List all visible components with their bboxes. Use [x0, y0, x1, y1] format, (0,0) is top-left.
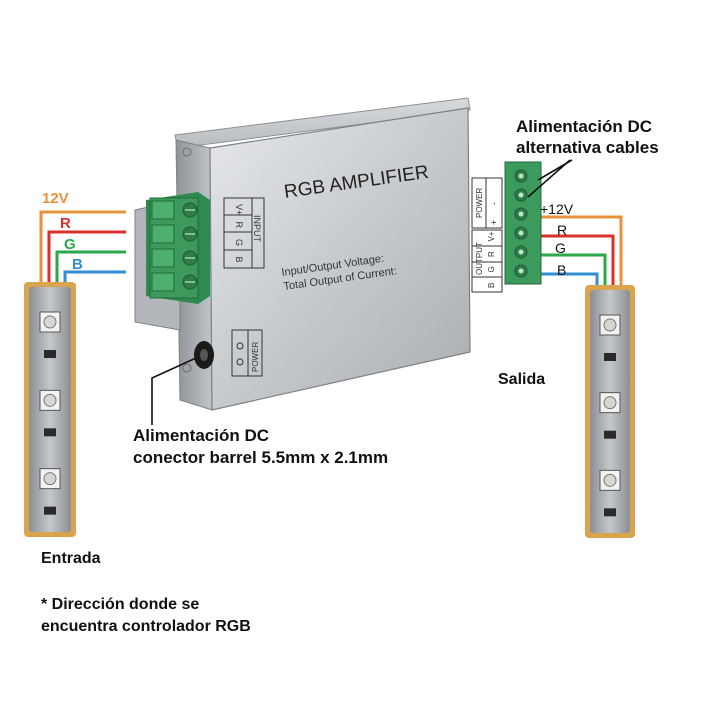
output-terminal-screw-head: [518, 211, 524, 217]
input-terminal-slot: [151, 248, 175, 268]
output-led-lens: [603, 396, 617, 410]
output-wire: [540, 272, 599, 288]
output-terminal-screw-head: [518, 249, 524, 255]
output-wire-label-g: G: [555, 240, 566, 256]
alt-power-label-line1: Alimentación DC: [516, 117, 653, 136]
output-wire-label-12v: +12V: [540, 201, 574, 217]
output-pin-label: V+: [487, 231, 496, 241]
input-terminal-block: [146, 192, 210, 304]
input-wire-label-g: G: [64, 236, 76, 253]
output-terminal-block: [504, 161, 542, 285]
output-label: Salida: [498, 371, 546, 388]
output-resistor: [604, 508, 616, 517]
input-wire-label-12v: 12V: [42, 190, 69, 207]
note-line2: encuentra controlador RGB: [41, 618, 251, 635]
input-label: Entrada: [41, 550, 101, 567]
output-pin-label: G: [487, 266, 496, 272]
input-pin-label: V+: [234, 204, 244, 215]
input-led-lens: [43, 315, 57, 329]
input-resistor: [44, 506, 56, 515]
input-pin-label: G: [234, 239, 244, 246]
input-wire-label-r: R: [60, 215, 71, 232]
barrel-power-block: [231, 329, 263, 377]
output-pin-block: [471, 177, 503, 293]
output-wires: [540, 215, 623, 288]
power-block-label: POWER: [475, 188, 484, 218]
input-wire: [63, 270, 126, 282]
output-wire-label-b: B: [557, 262, 567, 278]
output-terminal-screw-head: [518, 268, 524, 274]
input-terminal-slot: [151, 200, 175, 220]
barrel-block-label: POWER: [251, 342, 260, 372]
barrel-label-line1: Alimentación DC: [133, 426, 270, 445]
input-led-lens: [43, 472, 57, 486]
output-led-lens: [603, 318, 617, 332]
input-resistor: [44, 428, 56, 437]
output-resistor: [604, 430, 616, 439]
power-pin-label: +: [489, 220, 499, 225]
output-terminal-screw-head: [518, 192, 524, 198]
input-resistor: [44, 350, 56, 358]
output-terminal-screw-head: [518, 173, 524, 179]
output-pin-label: B: [487, 283, 496, 288]
output-wire: [540, 215, 623, 288]
input-pin-label: R: [234, 222, 244, 229]
input-wires: [39, 210, 126, 282]
input-block-label: INPUT: [252, 215, 262, 243]
output-pin-label: R: [487, 251, 496, 257]
output-block-label: OUTPUT: [475, 242, 484, 275]
led-strip-output: [585, 285, 635, 538]
output-wire: [540, 234, 615, 288]
alt-power-label-line2: alternativa cables: [516, 138, 659, 157]
input-pin-label: B: [234, 257, 244, 263]
power-pin-label: -: [489, 202, 499, 205]
leader-lines: [151, 159, 573, 425]
input-pin-block: [223, 197, 265, 269]
input-terminal-slot: [151, 272, 175, 292]
led-strip-input: [24, 282, 76, 537]
input-led-lens: [43, 393, 57, 407]
input-wire: [47, 230, 126, 282]
barrel-label-line2: conector barrel 5.5mm x 2.1mm: [133, 448, 389, 467]
note-line1: * Dirección donde se: [41, 596, 200, 613]
input-wire: [39, 210, 126, 282]
output-wire: [540, 253, 607, 288]
input-wire-label-b: B: [72, 256, 83, 273]
output-wire-label-r: R: [557, 222, 568, 238]
output-terminal-screw-head: [518, 230, 524, 236]
output-resistor: [604, 353, 616, 361]
input-wire: [55, 250, 126, 282]
input-terminal-slot: [151, 224, 175, 244]
output-led-lens: [603, 473, 617, 487]
